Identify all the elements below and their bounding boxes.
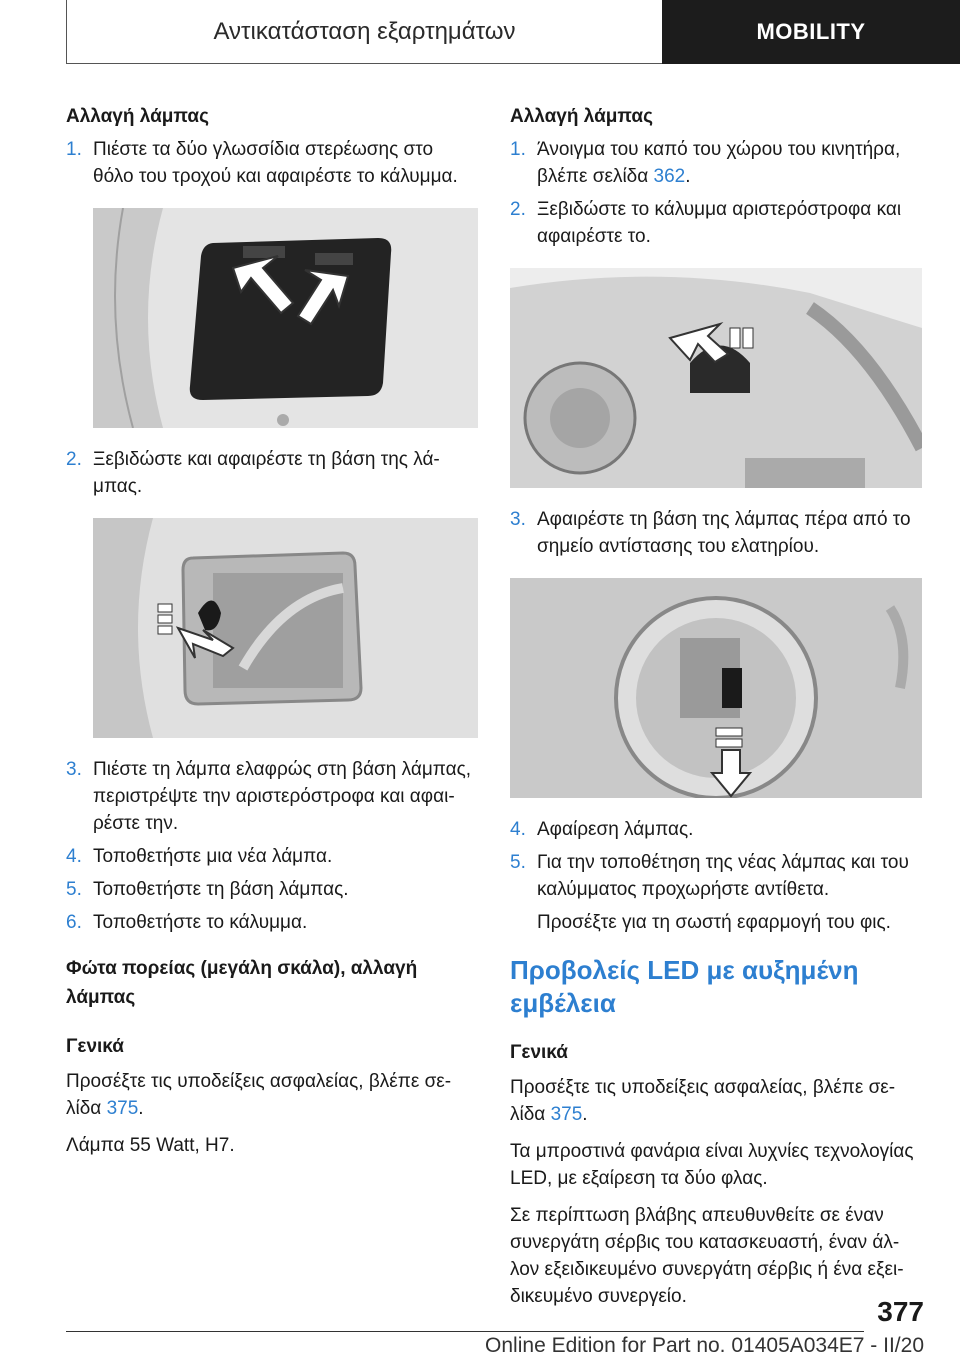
header-section-title: Αντικατάσταση εξαρτημάτων bbox=[66, 0, 662, 64]
service-advice: Σε περίπτωση βλάβης απευθυνθείτε σε έναν… bbox=[510, 1205, 904, 1307]
step-number: 5. bbox=[66, 879, 82, 900]
left-column: Αλλαγή λάμπας 1. Πιέστε τα δύο γλωσσίδια… bbox=[66, 104, 478, 1169]
left-step-5: 5. Τοποθετήστε τη βάση λάμπας. bbox=[66, 876, 478, 903]
step1-text: Άνοιγμα του καπό του χώρου του κινητήρα,… bbox=[537, 139, 901, 187]
left-general-title: Γενικά bbox=[66, 1036, 124, 1057]
page-link-375[interactable]: 375 bbox=[106, 1098, 139, 1119]
left-procedure-title: Αλλαγή λάμπας bbox=[66, 106, 209, 127]
right-general-title: Γενικά bbox=[510, 1042, 568, 1063]
page-header: Αντικατάσταση εξαρτημάτων MOBILITY bbox=[66, 0, 960, 64]
step-number: 1. bbox=[510, 139, 526, 160]
right-step-3: 3. Αφαιρέστε τη βάση της λάμπας πέρα από… bbox=[510, 506, 922, 560]
left-step-1: 1. Πιέστε τα δύο γλωσσίδια στερέωσης στο… bbox=[66, 136, 478, 190]
footer-divider bbox=[66, 1331, 864, 1332]
header-chapter-title: MOBILITY bbox=[662, 0, 960, 64]
step-text: Τοποθετήστε μια νέα λάμπα. bbox=[93, 846, 333, 867]
step-number: 4. bbox=[66, 846, 82, 867]
right-column: Αλλαγή λάμπας 1. Άνοιγμα του καπό του χώ… bbox=[510, 104, 922, 1320]
safety-text: Προσέξτε τις υποδείξεις ασφαλείας, βλέπε… bbox=[66, 1071, 452, 1119]
lamp-base-figure bbox=[93, 518, 478, 738]
connector-fit-note: Προσέξτε για τη σωστή εφαρμογή του φις. bbox=[537, 912, 891, 933]
step-number: 5. bbox=[510, 852, 526, 873]
left-step-6: 6. Τοποθετήστε το κάλυμμα. bbox=[66, 909, 478, 936]
right-safety-note: Προσέξτε τις υποδείξεις ασφαλείας, βλέπε… bbox=[510, 1077, 896, 1125]
step-number: 2. bbox=[66, 449, 82, 470]
left-step-3: 3. Πιέστε τη λάμπα ελαφρώς στη βάση λάμπ… bbox=[66, 756, 478, 837]
step-number: 6. bbox=[66, 912, 82, 933]
left-safety-note: Προσέξτε τις υποδείξεις ασφαλείας, βλέπε… bbox=[66, 1071, 452, 1119]
right-step-5: 5. Για την τοποθέτηση της νέας λάμπας κα… bbox=[510, 849, 922, 903]
step-text: Ξεβιδώστε το κάλυμμα αριστερόστροφα και … bbox=[537, 199, 902, 247]
step-text: Ξεβιδώστε και αφαιρέστε τη βάση της λά-μ… bbox=[93, 449, 440, 497]
led-description: Τα μπροστινά φανάρια είναι λυχνίες τεχνο… bbox=[510, 1141, 914, 1189]
page-number: 377 bbox=[877, 1296, 924, 1327]
step-text: Τοποθετήστε τη βάση λάμπας. bbox=[93, 879, 349, 900]
high-beam-section-title: Φώτα πορείας (μεγάλη σκάλα), αλλαγή λάμπ… bbox=[66, 958, 418, 1008]
left-step-4: 4. Τοποθετήστε μια νέα λάμπα. bbox=[66, 843, 478, 870]
page-link-375[interactable]: 375 bbox=[550, 1104, 583, 1125]
engine-bay-cover-figure bbox=[510, 268, 922, 488]
right-step-2: 2. Ξεβιδώστε το κάλυμμα αριστερόστροφα κ… bbox=[510, 196, 922, 250]
wheel-arch-cover-figure bbox=[93, 208, 478, 428]
lamp-spec: Λάμπα 55 Watt, H7. bbox=[66, 1135, 235, 1156]
step-text: Πιέστε τα δύο γλωσσίδια στερέωσης στο θό… bbox=[93, 139, 458, 187]
step-number: 3. bbox=[510, 509, 526, 530]
step-number: 4. bbox=[510, 819, 526, 840]
step-number: 2. bbox=[510, 199, 526, 220]
led-headlights-heading: Προβολείς LED με αυξημένη εμβέλεια bbox=[510, 955, 859, 1018]
headlight-bulb-holder-figure bbox=[510, 578, 922, 798]
footer-edition: Online Edition for Part no. 01405A034E7 … bbox=[485, 1334, 924, 1357]
step-number: 1. bbox=[66, 139, 82, 160]
step-text: Αφαιρέστε τη βάση της λάμπας πέρα από το… bbox=[537, 509, 911, 557]
step-text: Άνοιγμα του καπό του χώρου του κινητήρα,… bbox=[537, 139, 901, 187]
step-text: Αφαίρεση λάμπας. bbox=[537, 819, 694, 840]
step-number: 3. bbox=[66, 759, 82, 780]
step-text: Για την τοποθέτηση της νέας λάμπας και τ… bbox=[537, 852, 909, 900]
left-step-2: 2. Ξεβιδώστε και αφαιρέστε τη βάση της λ… bbox=[66, 446, 478, 500]
right-step-1: 1. Άνοιγμα του καπό του χώρου του κινητή… bbox=[510, 136, 922, 190]
step-text: Τοποθετήστε το κάλυμμα. bbox=[93, 912, 308, 933]
step-text: Πιέστε τη λάμπα ελαφρώς στη βάση λάμπας,… bbox=[93, 759, 472, 834]
right-step-4: 4. Αφαίρεση λάμπας. bbox=[510, 816, 922, 843]
right-procedure-title: Αλλαγή λάμπας bbox=[510, 106, 653, 127]
page-link-362[interactable]: 362 bbox=[653, 166, 686, 187]
safety-text: Προσέξτε τις υποδείξεις ασφαλείας, βλέπε… bbox=[510, 1077, 896, 1125]
